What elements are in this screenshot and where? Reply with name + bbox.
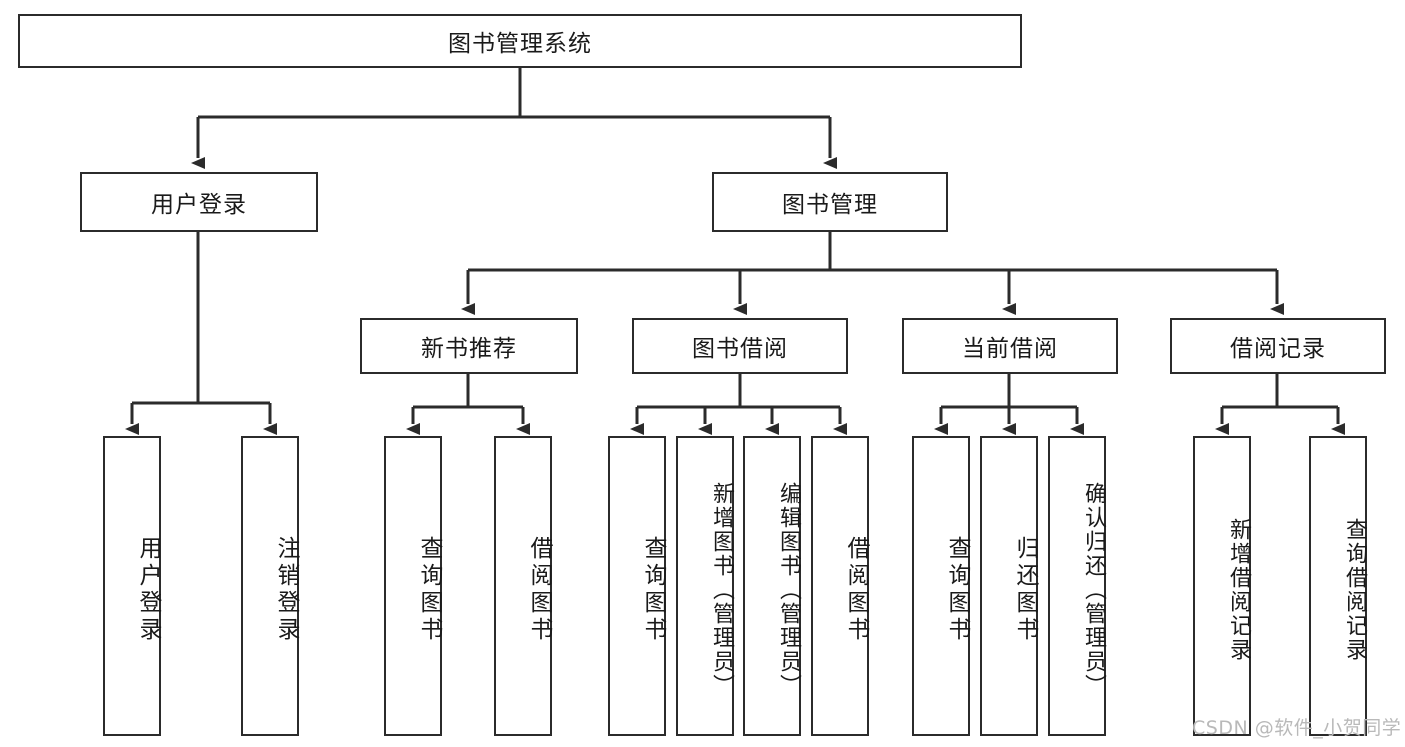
leaf-borrow-record-query[interactable]: 查询借阅记录 [1309, 436, 1367, 736]
node-new-book-recommend-label: 新书推荐 [421, 336, 517, 362]
leaf-label: 编辑图书（管理员） [776, 482, 801, 698]
node-new-book-recommend[interactable]: 新书推荐 [360, 318, 578, 374]
leaf-label: 查询图书 [640, 536, 666, 644]
leaf-label: 新增图书（管理员） [709, 482, 734, 698]
node-book-manage-label: 图书管理 [782, 192, 878, 218]
leaf-new-book-borrow[interactable]: 借阅图书 [494, 436, 552, 736]
leaf-label: 借阅图书 [843, 536, 869, 644]
leaf-current-borrow-return[interactable]: 归还图书 [980, 436, 1038, 736]
leaf-book-borrow-query[interactable]: 查询图书 [608, 436, 666, 736]
node-root-system[interactable]: 图书管理系统 [18, 14, 1022, 68]
node-user-login[interactable]: 用户登录 [80, 172, 318, 232]
leaf-book-borrow-edit[interactable]: 编辑图书（管理员） [743, 436, 801, 736]
leaf-label: 查询图书 [416, 536, 442, 644]
node-current-borrow[interactable]: 当前借阅 [902, 318, 1118, 374]
leaf-label: 归还图书 [1012, 536, 1038, 644]
node-borrow-record[interactable]: 借阅记录 [1170, 318, 1386, 374]
node-root-label: 图书管理系统 [448, 31, 592, 57]
leaf-label: 确认归还（管理员） [1081, 482, 1106, 698]
node-user-login-label: 用户登录 [151, 192, 247, 218]
node-book-borrow-label: 图书借阅 [692, 336, 788, 362]
node-current-borrow-label: 当前借阅 [962, 336, 1058, 362]
leaf-label: 注销登录 [273, 536, 299, 644]
node-borrow-record-label: 借阅记录 [1230, 336, 1326, 362]
leaf-new-book-query[interactable]: 查询图书 [384, 436, 442, 736]
leaf-borrow-record-add[interactable]: 新增借阅记录 [1193, 436, 1251, 736]
leaf-book-borrow-add[interactable]: 新增图书（管理员） [676, 436, 734, 736]
leaf-label: 新增借阅记录 [1226, 518, 1251, 662]
leaf-book-borrow-borrow[interactable]: 借阅图书 [811, 436, 869, 736]
leaf-current-borrow-query[interactable]: 查询图书 [912, 436, 970, 736]
leaf-current-borrow-confirm[interactable]: 确认归还（管理员） [1048, 436, 1106, 736]
csdn-watermark: CSDN @软件_小贺同学 [1192, 717, 1402, 739]
leaf-user-login-logout[interactable]: 注销登录 [241, 436, 299, 736]
node-book-manage[interactable]: 图书管理 [712, 172, 948, 232]
leaf-label: 借阅图书 [526, 536, 552, 644]
leaf-user-login-login[interactable]: 用户登录 [103, 436, 161, 736]
leaf-label: 查询借阅记录 [1342, 518, 1367, 662]
leaf-label: 查询图书 [944, 536, 970, 644]
leaf-label: 用户登录 [135, 536, 161, 644]
node-book-borrow[interactable]: 图书借阅 [632, 318, 848, 374]
